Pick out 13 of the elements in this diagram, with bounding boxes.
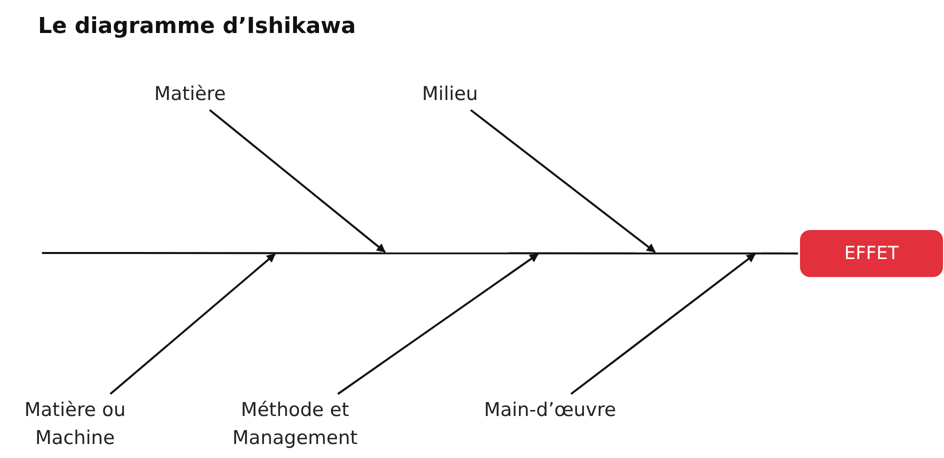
cause-arrow (570, 253, 756, 395)
cause-arrow (337, 253, 539, 395)
cause-label: Main-d’œuvre (465, 396, 635, 424)
cause-arrow (110, 253, 276, 395)
cause-label: Milieu (395, 80, 505, 108)
spine-line (42, 252, 798, 254)
cause-label: Matière ou Machine (0, 396, 150, 452)
cause-label: Matière (120, 80, 260, 108)
diagram-title: Le diagramme d’Ishikawa (38, 14, 356, 39)
effect-box: EFFET (800, 230, 943, 277)
cause-label: Méthode et Management (210, 396, 380, 452)
cause-arrow (209, 109, 386, 253)
cause-arrow (470, 109, 656, 253)
